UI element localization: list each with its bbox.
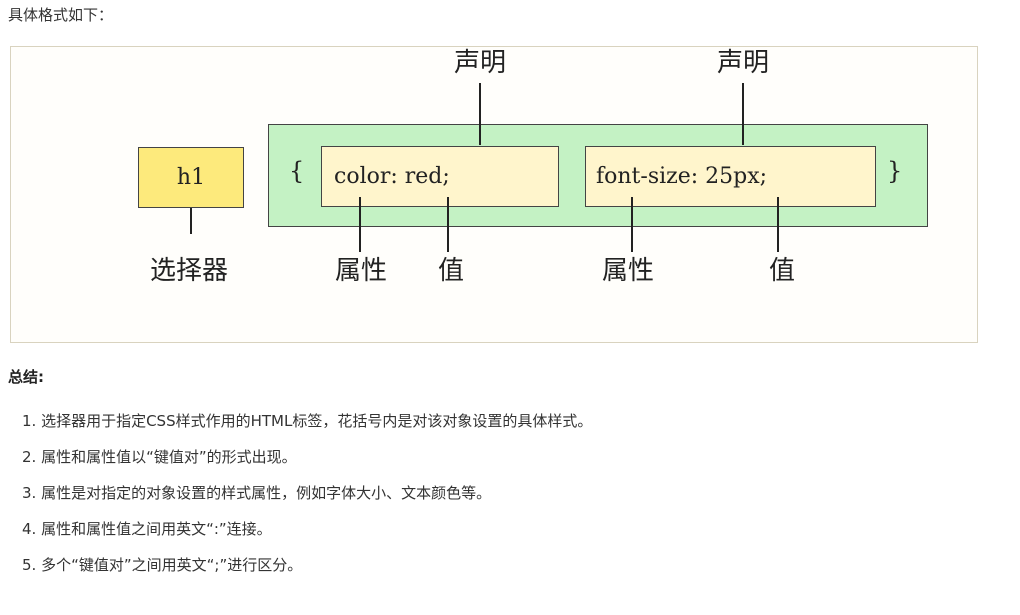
declaration-block: { color: red; font-size: 25px; } [268, 124, 928, 227]
list-item: 2. 属性和属性值以“键值对”的形式出现。 [22, 448, 297, 466]
open-brace: { [289, 157, 305, 185]
label-value-1: 值 [437, 256, 465, 286]
intro-text: 具体格式如下： [8, 6, 114, 24]
connector-declaration-1 [479, 83, 481, 145]
close-brace: } [887, 157, 903, 185]
connector-property-1 [359, 197, 361, 252]
summary-list: 1. 选择器用于指定CSS样式作用的HTML标签，花括号内是对该对象设置的具体样… [22, 410, 592, 590]
selector-box: h1 [138, 147, 244, 208]
css-syntax-diagram: h1 { color: red; font-size: 25px; } 声明 声… [10, 46, 978, 343]
connector-selector [190, 208, 192, 234]
list-item: 3. 属性是对指定的对象设置的样式属性，例如字体大小、文本颜色等。 [22, 484, 492, 502]
label-property-1: 属性 [334, 256, 388, 286]
label-selector: 选择器 [149, 256, 229, 286]
summary-title: 总结: [8, 368, 44, 386]
label-property-2: 属性 [601, 256, 655, 286]
label-declaration-2: 声明 [716, 48, 770, 78]
connector-value-1 [447, 197, 449, 252]
connector-declaration-2 [742, 83, 744, 145]
declaration-font-size: font-size: 25px; [585, 146, 876, 207]
connector-value-2 [777, 197, 779, 252]
list-item: 1. 选择器用于指定CSS样式作用的HTML标签，花括号内是对该对象设置的具体样… [22, 412, 593, 430]
label-declaration-1: 声明 [453, 48, 507, 78]
list-item: 4. 属性和属性值之间用英文“:”连接。 [22, 520, 272, 538]
label-value-2: 值 [768, 256, 796, 286]
connector-property-2 [631, 197, 633, 252]
list-item: 5. 多个“键值对”之间用英文“;”进行区分。 [22, 556, 303, 574]
declaration-color: color: red; [321, 146, 559, 207]
